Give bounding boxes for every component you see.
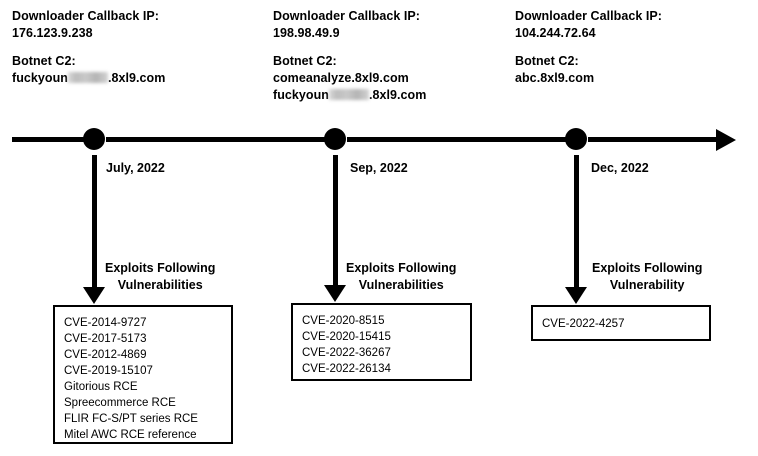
- timeline-node-sep-2022[interactable]: [324, 128, 346, 150]
- arrow-caption-line-1: Exploits Following: [105, 261, 216, 275]
- timeline-tick: [573, 155, 579, 179]
- cve-item: CVE-2014-9727: [64, 317, 147, 329]
- cve-item: CVE-2019-15107: [64, 365, 153, 377]
- callback-ip-label: Downloader Callback IP:: [12, 9, 160, 23]
- date-label-july-2022: July, 2022: [106, 161, 165, 175]
- cve-item: CVE-2022-36267: [302, 347, 391, 359]
- arrow-caption-line-1: Exploits Following: [592, 261, 703, 275]
- date-label-dec-2022: Dec, 2022: [591, 161, 649, 175]
- cve-box-july-2022: CVE-2014-9727 CVE-2017-5173 CVE-2012-486…: [53, 305, 233, 444]
- cve-item: FLIR FC-S/PT series RCE: [64, 413, 198, 425]
- cve-item: Spreecommerce RCE: [64, 397, 176, 409]
- botnet-c2-label: Botnet C2:: [12, 54, 76, 68]
- botnet-c2-label: Botnet C2:: [273, 54, 337, 68]
- down-arrow-stem-july-2022: [91, 179, 97, 287]
- cve-item: CVE-2022-4257: [542, 318, 625, 330]
- cve-item: Gitorious RCE: [64, 381, 138, 393]
- arrow-caption-sep-2022: Exploits Following Vulnerabilities: [346, 260, 456, 294]
- botnet-c2-value: comeanalyze.8xl9.com: [273, 71, 409, 85]
- arrow-caption-dec-2022: Exploits Following Vulnerability: [592, 260, 702, 294]
- cve-item: CVE-2020-8515: [302, 315, 385, 327]
- cve-item: CVE-2022-26134: [302, 363, 391, 375]
- callback-ip-value: 104.244.72.64: [515, 26, 596, 40]
- date-label-sep-2022: Sep, 2022: [350, 161, 408, 175]
- callback-ip-label: Downloader Callback IP:: [273, 9, 421, 23]
- redaction-block: [328, 89, 369, 100]
- arrow-caption-line-1: Exploits Following: [346, 261, 457, 275]
- cve-item: CVE-2020-15415: [302, 331, 391, 343]
- timeline-arrow-head-icon: [716, 128, 736, 151]
- timeline-node-dec-2022[interactable]: [565, 128, 587, 150]
- cve-item: Mitel AWC RCE reference: [64, 429, 197, 441]
- event-info-july-2022: Downloader Callback IP: 176.123.9.238 Bo…: [12, 8, 165, 87]
- callback-ip-label: Downloader Callback IP:: [515, 9, 663, 23]
- down-arrow-head-icon: [82, 287, 105, 304]
- callback-ip-value: 198.98.49.9: [273, 26, 340, 40]
- cve-box-sep-2022: CVE-2020-8515 CVE-2020-15415 CVE-2022-36…: [291, 303, 472, 381]
- arrow-caption-july-2022: Exploits Following Vulnerabilities: [105, 260, 215, 294]
- callback-ip-value: 176.123.9.238: [12, 26, 93, 40]
- event-info-sep-2022: Downloader Callback IP: 198.98.49.9 Botn…: [273, 8, 426, 104]
- down-arrow-stem-sep-2022: [332, 179, 338, 285]
- timeline-axis-segment: [106, 137, 325, 142]
- redaction-block: [67, 72, 108, 83]
- botnet-c2-label: Botnet C2:: [515, 54, 579, 68]
- cve-item: CVE-2012-4869: [64, 349, 147, 361]
- timeline-axis-segment: [347, 137, 566, 142]
- down-arrow-head-icon: [323, 285, 346, 302]
- botnet-c2-value: fuckyoun.8xl9.com: [273, 88, 427, 102]
- timeline-tick: [332, 155, 338, 179]
- timeline-node-july-2022[interactable]: [83, 128, 105, 150]
- botnet-c2-value: fuckyoun.8xl9.com: [12, 71, 166, 85]
- timeline-axis-segment: [12, 137, 84, 142]
- timeline-axis-segment: [588, 137, 718, 142]
- arrow-caption-line-2: Vulnerabilities: [358, 278, 444, 292]
- cve-item: CVE-2017-5173: [64, 333, 147, 345]
- botnet-c2-value: abc.8xl9.com: [515, 71, 595, 85]
- arrow-caption-line-2: Vulnerabilities: [117, 278, 203, 292]
- down-arrow-stem-dec-2022: [573, 179, 579, 287]
- timeline-tick: [91, 155, 97, 179]
- down-arrow-head-icon: [564, 287, 587, 304]
- arrow-caption-line-2: Vulnerability: [609, 278, 685, 292]
- cve-box-dec-2022: CVE-2022-4257: [531, 305, 711, 341]
- event-info-dec-2022: Downloader Callback IP: 104.244.72.64 Bo…: [515, 8, 662, 87]
